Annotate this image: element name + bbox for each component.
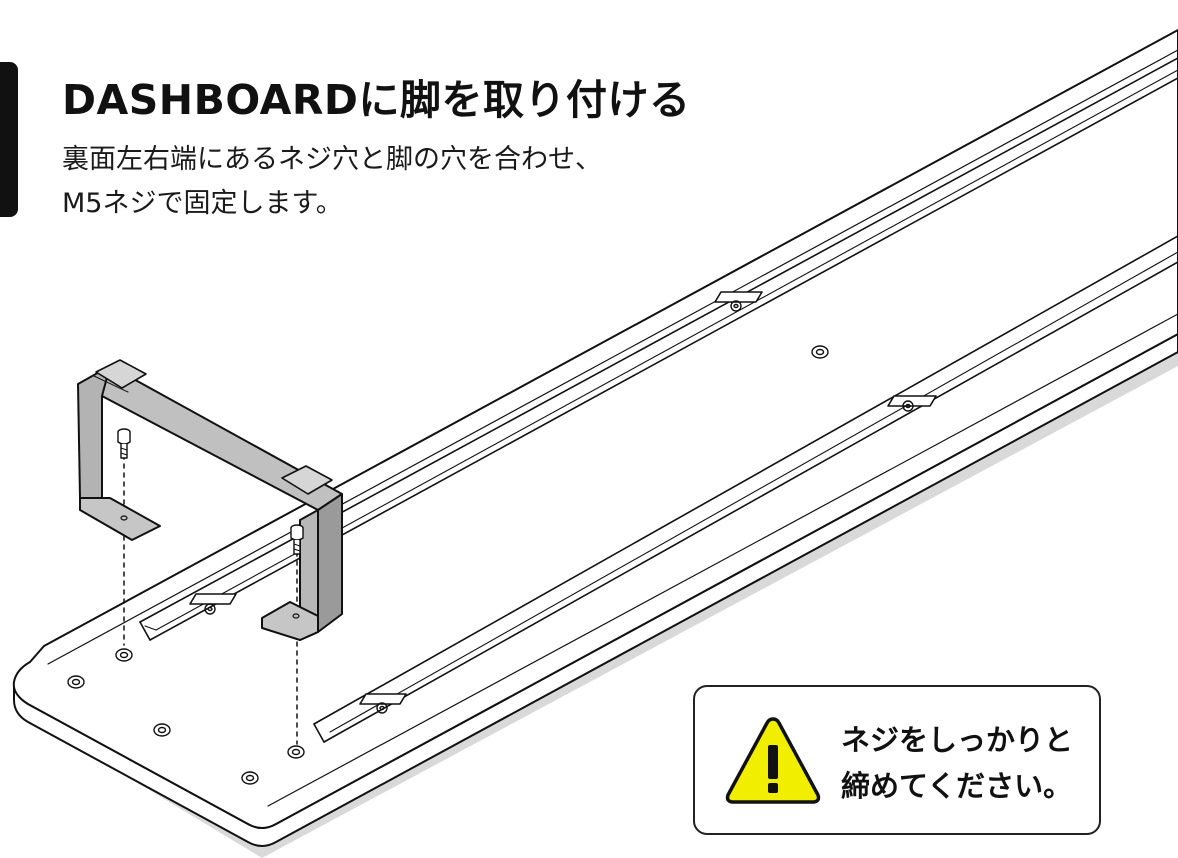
screw-guide-lines bbox=[123, 454, 298, 745]
screw-hole bbox=[241, 771, 259, 785]
lower-rail bbox=[313, 235, 1178, 743]
screw-hole bbox=[204, 603, 216, 615]
board-inner-line-2 bbox=[267, 313, 1178, 807]
warning-line-1: ネジをしっかりと bbox=[841, 723, 1074, 757]
screw-hole bbox=[811, 345, 829, 359]
screw-hole bbox=[902, 400, 914, 412]
instruction-line-2: M5ネジで固定します。 bbox=[62, 188, 343, 219]
leg-pad bbox=[95, 359, 147, 389]
board-screw-holes bbox=[67, 300, 914, 785]
screw-hole bbox=[287, 745, 305, 759]
warning-message: ネジをしっかりと 締めてください。 bbox=[841, 717, 1073, 809]
warning-triangle-icon bbox=[725, 717, 821, 804]
screw-hole bbox=[153, 723, 171, 737]
side-tab-marker bbox=[0, 62, 18, 217]
page-title: DASHBOARDに脚を取り付ける bbox=[62, 76, 691, 124]
warning-line-2: 締めてください。 bbox=[841, 769, 1073, 803]
instruction-text: 裏面左右端にあるネジ穴と脚の穴を合わせ、 M5ネジで固定します。 bbox=[62, 138, 602, 226]
m5-screw bbox=[290, 524, 304, 555]
screw-hole bbox=[730, 300, 742, 312]
screw-hole bbox=[115, 648, 133, 662]
bracket-leg bbox=[77, 359, 343, 641]
board-inner-line bbox=[47, 49, 1178, 665]
screw-hole bbox=[67, 675, 85, 689]
warning-callout: ネジをしっかりと 締めてください。 bbox=[693, 685, 1101, 835]
m5-screw bbox=[117, 428, 131, 459]
screw-hole bbox=[376, 702, 388, 714]
leg-pad bbox=[281, 465, 333, 495]
instruction-line-1: 裏面左右端にあるネジ穴と脚の穴を合わせ、 bbox=[62, 144, 602, 175]
